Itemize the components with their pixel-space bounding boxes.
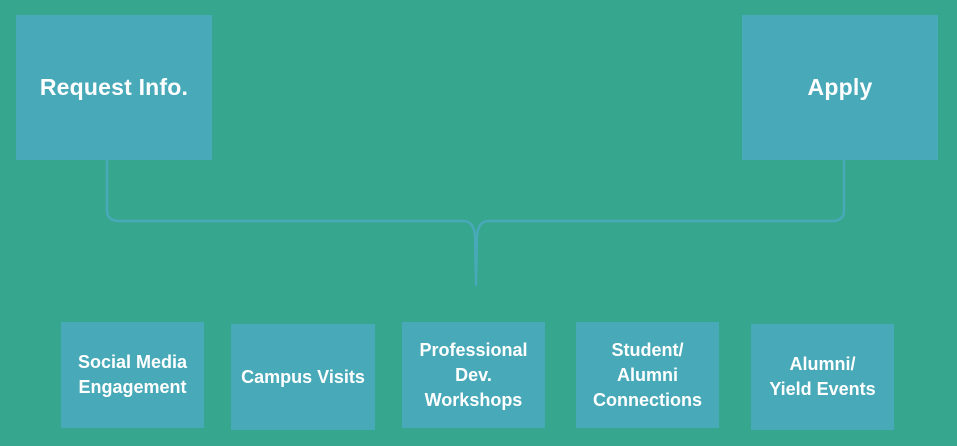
social-media-engagement-box: Social Media Engagement bbox=[61, 322, 204, 428]
alumni-yield-events-box: Alumni/ Yield Events bbox=[751, 324, 894, 430]
bracket-connector-path bbox=[105, 158, 846, 287]
campus-visits-box: Campus Visits bbox=[231, 324, 375, 430]
professional-dev-workshops-box: Professional Dev. Workshops bbox=[402, 322, 545, 428]
student-alumni-connections-box: Student/ Alumni Connections bbox=[576, 322, 719, 428]
apply-box: Apply bbox=[742, 15, 938, 160]
request-info-box: Request Info. bbox=[16, 15, 212, 160]
